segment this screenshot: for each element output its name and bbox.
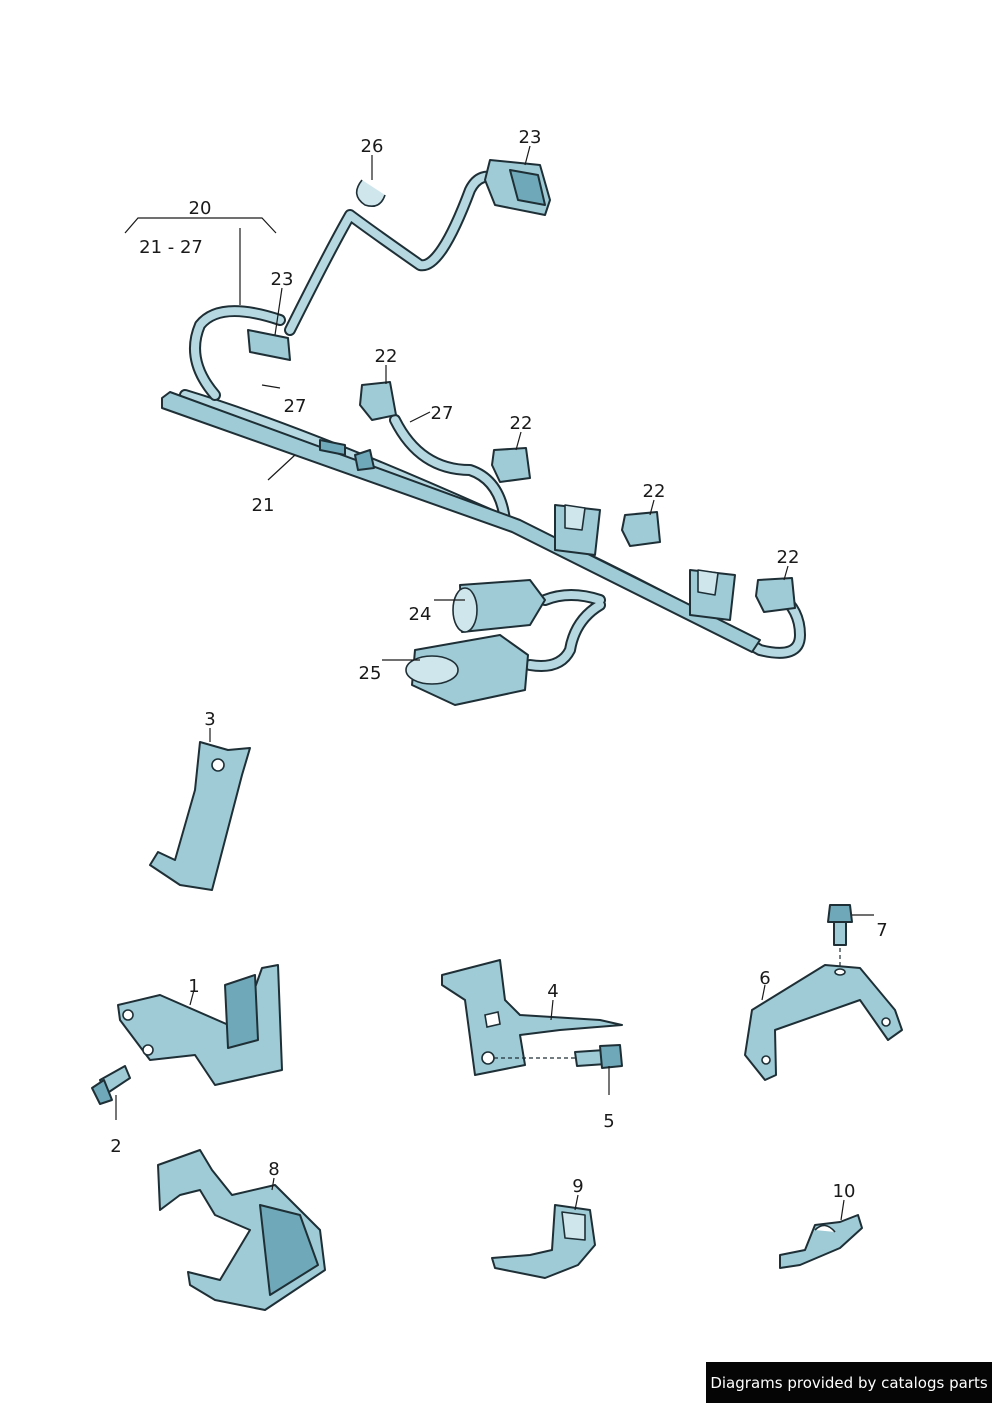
bolt-part-2 [91,1065,131,1105]
callout-6: 6 [759,968,770,989]
callout-4: 4 [547,981,558,1002]
bolt-part-5 [574,1044,623,1069]
callout-10: 10 [833,1181,856,1202]
callout-3: 3 [204,709,215,730]
bracket-part-3 [149,741,251,891]
bracket-part-4 [441,959,623,1076]
clip-part-9 [491,1204,596,1279]
callout-7: 7 [876,920,887,941]
callout-2: 2 [110,1136,121,1157]
callout-labels: 20 21 - 27 26 23 23 22 27 27 22 22 22 21… [110,127,887,1202]
clip-part-10 [779,1214,863,1269]
bracket-part-1 [117,964,283,1086]
callout-22-c: 22 [643,481,666,502]
leader-lines [115,145,874,1221]
callout-26: 26 [361,136,384,157]
bracket-part-6 [744,964,903,1081]
callout-22-d: 22 [777,547,800,568]
callout-23-left: 23 [271,269,294,290]
callout-27-left: 27 [284,396,307,417]
callout-24: 24 [409,604,432,625]
callout-22-b: 22 [510,413,533,434]
callout-27-mid: 27 [431,403,454,424]
footer-credit-text: Diagrams provided by catalogs parts [710,1373,988,1392]
cover-part-8 [157,1149,326,1311]
callout-1: 1 [188,976,199,997]
wiring-harness-assembly [161,159,806,706]
callout-8: 8 [268,1159,279,1180]
callout-21-27: 21 - 27 [139,237,203,258]
callout-22-a: 22 [375,346,398,367]
callout-20: 20 [189,198,212,219]
callout-9: 9 [572,1176,583,1197]
callout-25: 25 [359,663,382,684]
callout-5: 5 [603,1111,614,1132]
callout-21: 21 [252,495,275,516]
diagram-credit-footer: Diagrams provided by catalogs parts [706,1362,992,1403]
callout-23-top: 23 [519,127,542,148]
bolt-part-7 [827,904,853,968]
